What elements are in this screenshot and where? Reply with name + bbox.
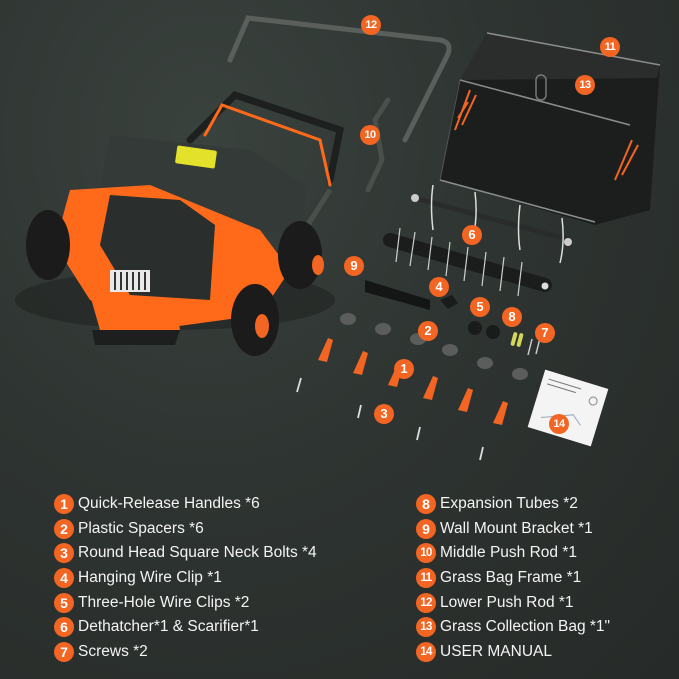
legend-label: Three-Hole Wire Clips *2 xyxy=(78,593,250,611)
callout-8: 8 xyxy=(502,307,522,327)
legend-label: Dethatcher*1 & Scarifier*1 xyxy=(78,618,259,636)
callout-1: 1 xyxy=(394,359,414,379)
legend-item: 4 Hanging Wire Clip *1 xyxy=(54,566,317,591)
legend-item: 11 Grass Bag Frame *1 xyxy=(416,566,610,591)
product-illustration xyxy=(15,15,661,461)
middle-push-rod xyxy=(365,97,391,193)
legend-label: Expansion Tubes *2 xyxy=(440,495,578,513)
callout-3: 3 xyxy=(374,404,394,424)
legend-item: 8 Expansion Tubes *2 xyxy=(416,492,610,517)
number-badge: 4 xyxy=(54,568,74,589)
quick-release-handles xyxy=(318,338,508,425)
legend-label: Lower Push Rod *1 xyxy=(440,593,574,611)
grass-bag xyxy=(439,32,661,225)
scarifier xyxy=(411,184,572,264)
callout-10: 10 xyxy=(360,125,380,145)
number-badge: 10 xyxy=(416,543,436,564)
mower-body xyxy=(15,135,335,356)
legend-item: 10 Middle Push Rod *1 xyxy=(416,541,610,566)
legend-label: Screws *2 xyxy=(78,642,148,660)
callout-14: 14 xyxy=(549,414,569,434)
legend-label: Plastic Spacers *6 xyxy=(78,519,204,537)
legend-item: 12 Lower Push Rod *1 xyxy=(416,590,610,615)
legend-label: Middle Push Rod *1 xyxy=(440,544,577,562)
legend-item: 1 Quick-Release Handles *6 xyxy=(54,492,317,517)
number-badge: 14 xyxy=(416,641,436,662)
legend-item: 14 USER MANUAL xyxy=(416,640,610,665)
product-scene: 1 2 3 4 5 6 7 8 9 10 11 12 13 14 xyxy=(15,15,661,461)
callout-5: 5 xyxy=(470,297,490,317)
number-badge: 6 xyxy=(54,617,74,638)
number-badge: 9 xyxy=(416,518,436,539)
legend-label: Hanging Wire Clip *1 xyxy=(78,569,222,587)
wall-mount-bracket xyxy=(365,280,430,310)
callout-11: 11 xyxy=(600,37,620,57)
callout-4: 4 xyxy=(429,277,449,297)
legend-item: 6 Dethatcher*1 & Scarifier*1 xyxy=(54,615,317,640)
number-badge: 12 xyxy=(416,592,436,613)
hanging-wire-clip xyxy=(440,295,458,309)
legend-label: USER MANUAL xyxy=(440,642,552,660)
lower-push-rod xyxy=(227,15,452,143)
legend-label: Quick-Release Handles *6 xyxy=(78,495,260,513)
number-badge: 13 xyxy=(416,617,436,638)
parts-legend-left: 1 Quick-Release Handles *6 2 Plastic Spa… xyxy=(54,492,317,664)
callout-12: 12 xyxy=(361,15,381,35)
number-badge: 8 xyxy=(416,494,436,515)
number-badge: 5 xyxy=(54,592,74,613)
square-neck-bolts xyxy=(296,377,484,461)
number-badge: 2 xyxy=(54,518,74,539)
callout-2: 2 xyxy=(418,321,438,341)
legend-label: Grass Bag Frame *1 xyxy=(440,569,582,587)
number-badge: 1 xyxy=(54,494,74,515)
number-badge: 7 xyxy=(54,641,74,662)
legend-item: 9 Wall Mount Bracket *1 xyxy=(416,517,610,542)
dethatcher xyxy=(383,227,552,297)
legend-label: Grass Collection Bag *1" xyxy=(440,618,611,636)
parts-legend-right: 8 Expansion Tubes *2 9 Wall Mount Bracke… xyxy=(416,492,610,664)
legend-item: 2 Plastic Spacers *6 xyxy=(54,517,317,542)
number-badge: 11 xyxy=(416,568,436,589)
legend-item: 13 Grass Collection Bag *1" xyxy=(416,615,610,640)
three-hole-wire-clip xyxy=(468,321,482,335)
number-badge: 3 xyxy=(54,543,74,564)
callout-13: 13 xyxy=(575,75,595,95)
legend-item: 5 Three-Hole Wire Clips *2 xyxy=(54,590,317,615)
legend-label: Round Head Square Neck Bolts *4 xyxy=(78,544,317,562)
legend-label: Wall Mount Bracket *1 xyxy=(440,519,593,537)
legend-item: 3 Round Head Square Neck Bolts *4 xyxy=(54,541,317,566)
callout-6: 6 xyxy=(462,225,482,245)
callout-7: 7 xyxy=(535,323,555,343)
user-manual xyxy=(527,369,609,447)
legend-item: 7 Screws *2 xyxy=(54,640,317,665)
callout-9: 9 xyxy=(344,256,364,276)
